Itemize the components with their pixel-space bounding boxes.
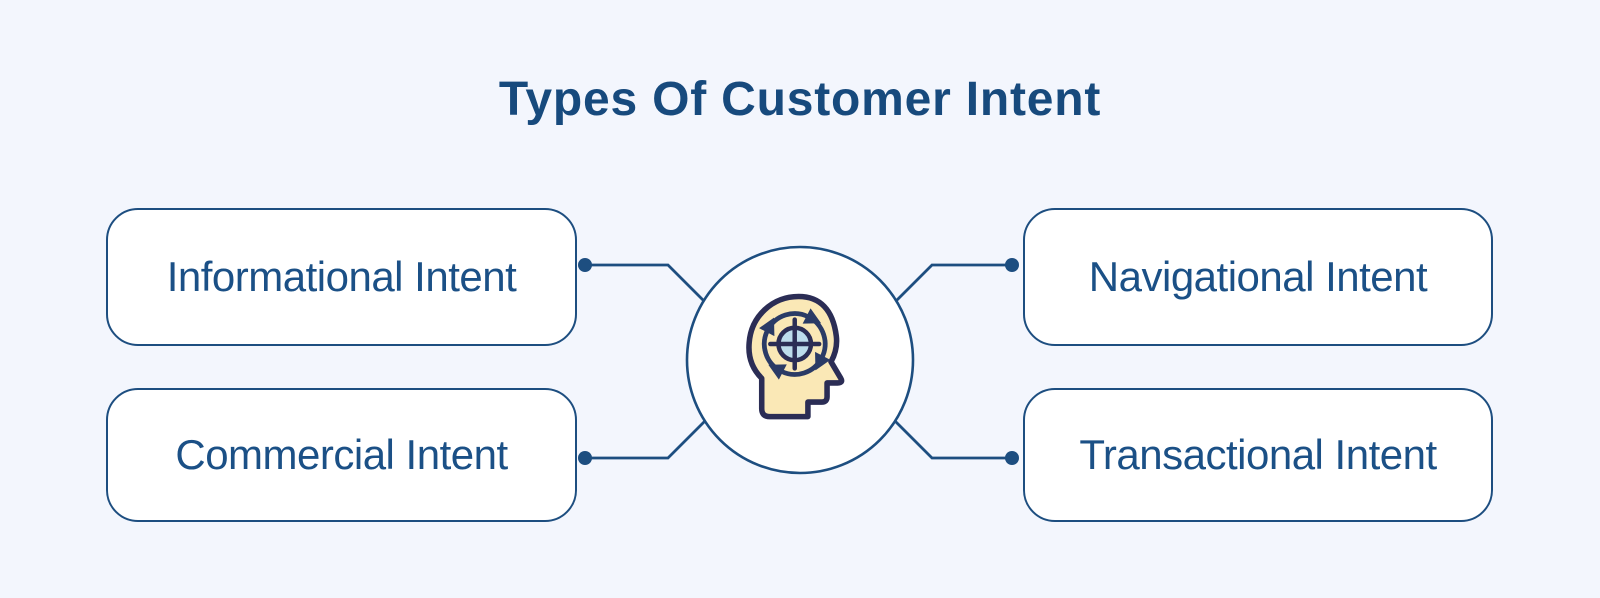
connector-dot-top-left <box>578 258 592 272</box>
intent-box-label: Commercial Intent <box>175 431 508 478</box>
intent-box-label: Informational Intent <box>166 253 517 300</box>
connector-dot-top-right <box>1005 258 1019 272</box>
connector-bottom-right <box>886 412 1012 460</box>
intent-box-navigational: Navigational Intent <box>1023 208 1493 346</box>
intent-box-label: Navigational Intent <box>1088 253 1428 300</box>
intent-box-label: Transactional Intent <box>1079 431 1437 478</box>
connector-bottom-left <box>585 412 714 460</box>
intent-box-transactional: Transactional Intent <box>1023 388 1493 522</box>
target-crosshair <box>768 317 822 371</box>
connector-top-left <box>585 263 714 311</box>
connector-dot-bottom-right <box>1005 451 1019 465</box>
cycle-arrow-left <box>759 317 784 374</box>
cycle-arrows <box>759 308 831 380</box>
connector-top-right <box>886 263 1012 311</box>
head-target-icon <box>746 293 845 420</box>
intent-box-informational: Informational Intent <box>106 208 577 346</box>
page-title: Types Of Customer Intent <box>498 73 1102 126</box>
connector-dot-bottom-left <box>578 451 592 465</box>
intent-box-commercial: Commercial Intent <box>106 388 577 522</box>
